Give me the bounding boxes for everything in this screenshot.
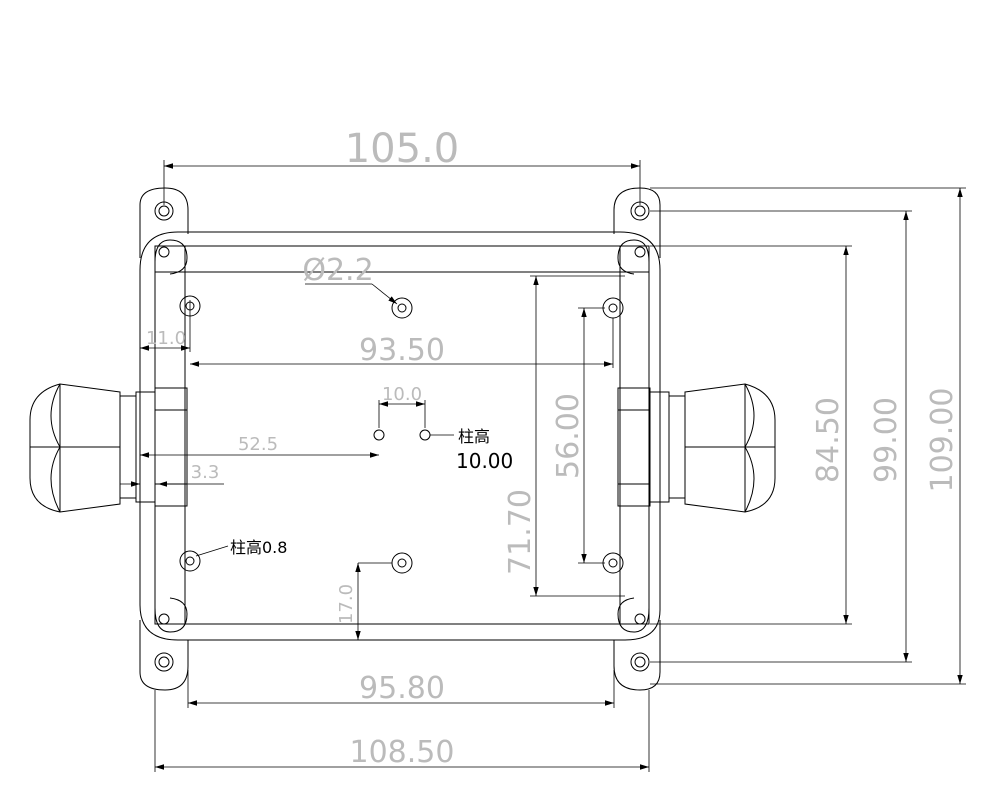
pin-center-right [419,429,431,441]
dim-top-width: 105.0 [163,126,641,205]
dim-left-offset: 11.0 [140,300,191,352]
corner-boss-top-left [154,239,188,275]
note-post-height-bottom-left: 柱高0.8 [195,538,287,557]
dim-hole-spacing-top: 93.50 [190,318,614,368]
dim-mount-hole-spacing-label: 99.00 [869,397,904,483]
dim-center-distance: 52.5 [140,434,379,458]
dim-post-spacing-vertical-label: 56.00 [551,393,586,479]
dim-center-offset-label: 10.0 [382,384,422,405]
dim-gland-offset: 3.3 [120,462,224,487]
dim-hole-spacing-bottom: 95.80 [187,670,615,708]
dim-bottom-post-height: 17.0 [336,562,392,640]
dim-body-height-label: 84.50 [811,397,846,483]
post-bottom-left [179,550,201,572]
dim-overall-height-label: 109.00 [925,388,960,493]
mounting-ear-bottom-right [613,620,661,691]
pin-center-left [373,429,385,441]
corner-boss-bottom-right [617,597,650,633]
note-post-height-top: 柱高 10.00 [430,427,513,473]
mounting-ear-bottom-left [139,620,189,691]
note-post-height-top-label: 柱高 [458,427,490,446]
dim-hole-spacing-bottom-label: 95.80 [359,671,445,706]
corner-boss-bottom-left [154,597,188,633]
dim-overall-height: 109.00 [650,187,966,685]
dim-hole-diameter-label: Ø2.2 [302,253,373,288]
note-post-height-top-value: 10.00 [456,449,513,473]
dim-gland-offset-label: 3.3 [191,462,220,483]
post-top-center [391,297,413,319]
dim-bottom-post-height-label: 17.0 [336,584,357,624]
cable-gland-left [29,383,188,513]
dim-inner-height-label: 71.70 [503,489,538,575]
dim-center-offset: 10.0 [378,384,426,428]
dim-mount-hole-spacing: 99.00 [650,210,912,663]
dim-center-distance-label: 52.5 [238,434,278,455]
dim-overall-width-label: 108.50 [350,735,455,770]
dim-body-height: 84.50 [650,245,852,625]
dim-hole-diameter: Ø2.2 [302,253,398,305]
note-post-height-bottom-left-label: 柱高0.8 [230,538,287,557]
dim-post-spacing-vertical: 56.00 [551,307,605,564]
dim-left-offset-label: 11.0 [146,328,186,349]
dim-inner-height: 71.70 [503,275,625,597]
post-bottom-center [391,552,413,574]
corner-boss-top-right [617,239,650,275]
cable-gland-right [617,383,776,513]
dim-hole-spacing-top-label: 93.50 [359,333,445,368]
dim-top-width-label: 105.0 [345,126,460,172]
dim-overall-width: 108.50 [154,690,650,772]
